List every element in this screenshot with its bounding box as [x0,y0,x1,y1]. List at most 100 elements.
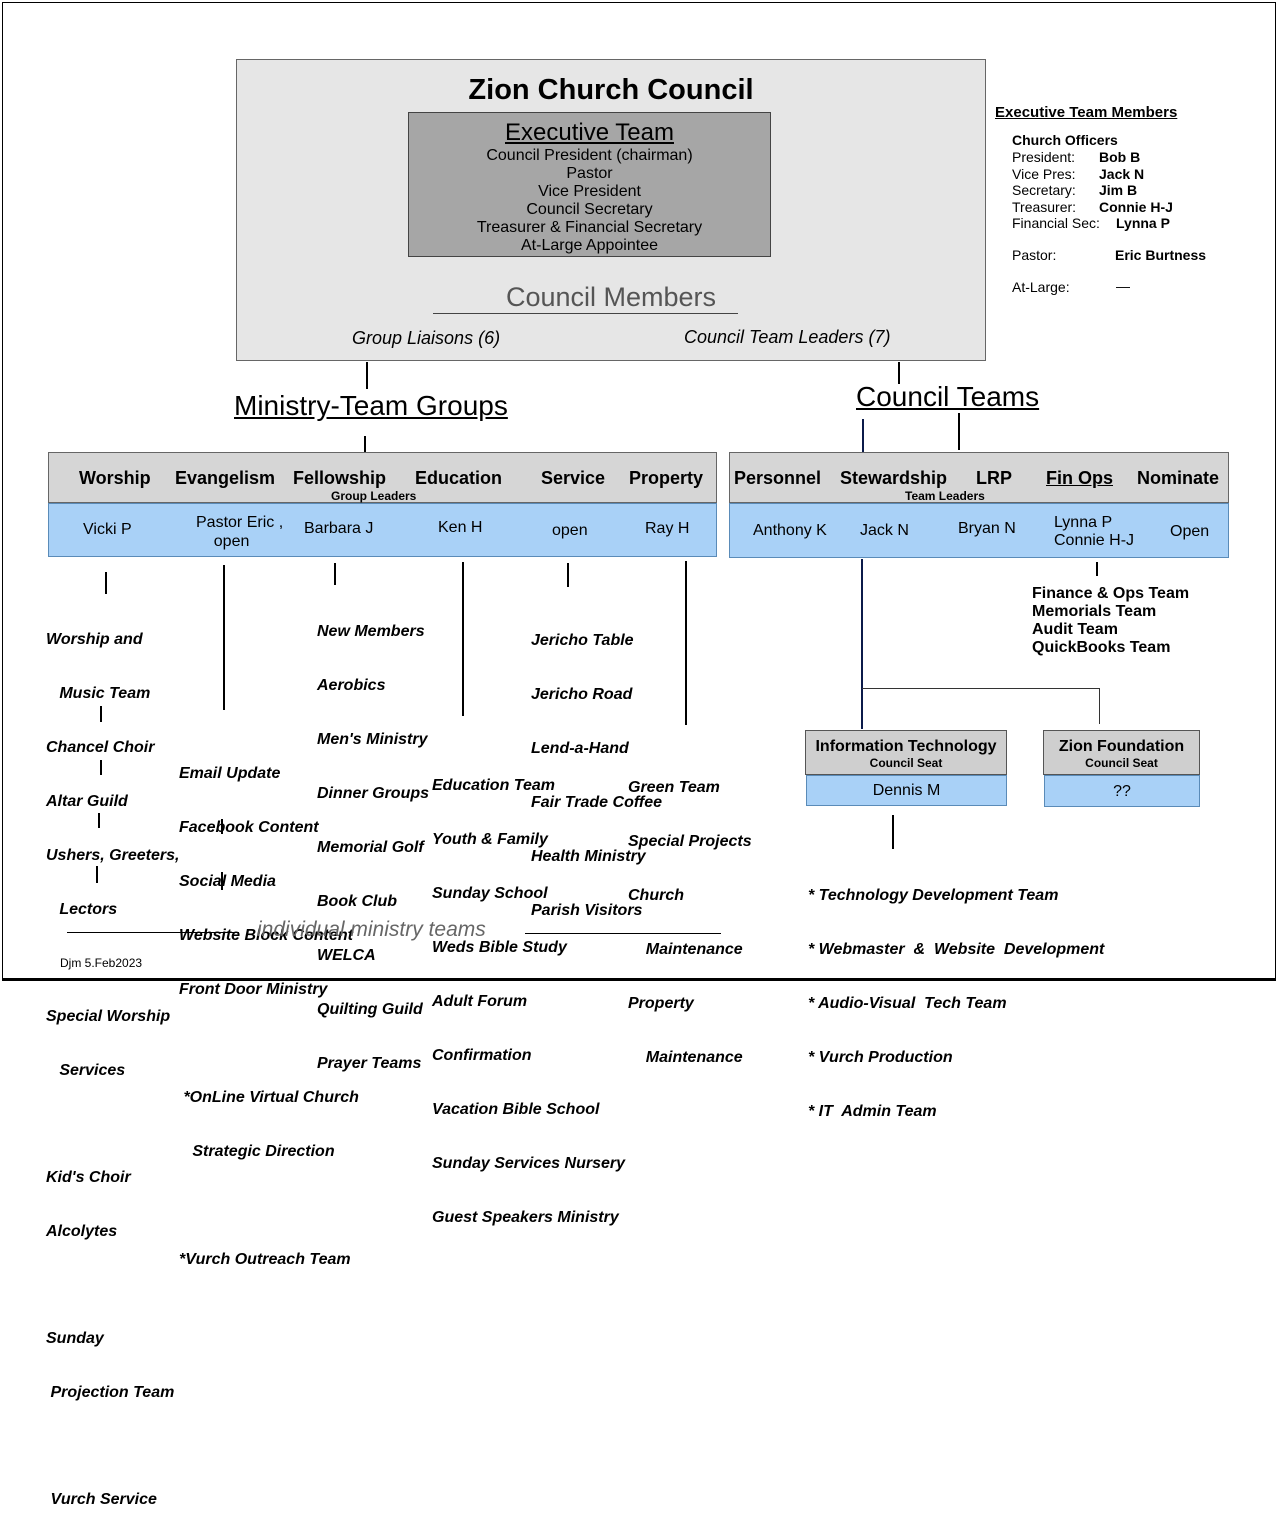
team-lrp: LRP [976,468,1012,488]
connector-line [98,813,100,828]
officer-role: Secretary: [1012,182,1076,198]
list-item: Memorials Team [1032,603,1157,620]
leader-lrp: Bryan N [958,520,1016,537]
list-item: Special Projects [628,833,752,850]
team-leaders-row [729,503,1229,558]
atlarge-label: At-Large: [1012,279,1070,295]
list-item: Maintenance [628,941,743,958]
list-item: Worship and [46,631,143,648]
connector-line [366,362,368,389]
exec-role: Council Secretary [526,201,653,218]
list-item: Adult Forum [432,993,528,1010]
group-worship: Worship [79,468,151,488]
it-seat: Council Seat [869,756,943,770]
church-officers-title: Church Officers [1012,132,1118,148]
list-item: Men's Ministry [317,731,428,748]
team-nominate: Nominate [1137,468,1220,488]
exec-role: Pastor [566,165,613,182]
connector-line [96,866,98,883]
list-item: Vacation Bible School [432,1101,600,1118]
connector-line [861,559,863,729]
connector-line [685,561,687,725]
pastor-name: Eric Burtness [1115,247,1207,263]
footer-note: Djm 5.Feb2023 [60,956,143,970]
list-item: Finance & Ops Team [1032,585,1190,602]
list-item: Dinner Groups [317,785,430,802]
list-item: * IT Admin Team [808,1103,937,1120]
connector-line [223,565,225,710]
pastor-label: Pastor: [1012,247,1057,263]
connector-line [958,413,960,450]
list-item: Lectors [46,901,118,918]
list-item: * Webmaster & Website Development [808,941,1105,958]
connector-line [100,706,102,722]
council-box [236,59,986,361]
foundation-leader: ?? [1044,775,1200,807]
connector-line [862,419,864,452]
officer-name: Connie H-J [1099,198,1173,215]
list-item: Email Update [179,765,281,782]
team-personnel: Personnel [734,468,822,488]
officer-role: Vice Pres: [1012,165,1076,182]
list-item: * Audio-Visual Tech Team [808,995,1007,1012]
council-team-leaders: Council Team Leaders (7) [684,327,891,347]
list-item: Sunday Services Nursery [432,1155,625,1172]
connector-line [898,362,900,384]
page-frame [2,2,1276,981]
leader-evangelism: Pastor Eric , open [196,514,284,550]
leader-stewardship: Jack N [860,522,909,539]
council-members-title: Council Members [505,282,717,312]
connector-line [462,562,464,716]
list-item: Social Media [179,873,276,890]
exec-members-title: Executive Team Members [995,104,1178,121]
list-item: QuickBooks Team [1032,639,1171,656]
executive-team-box: Executive Team Council President (chairm… [408,112,771,257]
list-item: Special Worship [46,1008,171,1025]
connector-line [567,563,569,587]
list-item: Lend-a-Hand [531,740,629,757]
atlarge-name: — [1116,278,1130,294]
list-item: Jericho Road [531,686,633,703]
list-item: Parish Visitors [531,902,643,919]
leader-personnel: Anthony K [753,522,827,539]
officer-role: Treasurer: [1012,198,1077,215]
list-item: Weds Bible Study [432,939,567,956]
council-teams-title: Council Teams [856,381,1040,412]
list-item [46,1116,179,1133]
list-item: Music Team [46,685,151,702]
officer-name: Jim B [1099,182,1138,198]
officer-role: President: [1012,149,1076,165]
list-item: Confirmation [432,1047,532,1064]
leader-nominate: Open [1170,523,1210,540]
list-item: Audit Team [1032,621,1118,638]
connector-line [1099,688,1100,724]
finops-team-list: Finance & Ops Team Memorials Team Audit … [1032,585,1189,657]
connector-line [892,815,894,849]
list-item: Church [628,887,684,904]
divider [67,932,239,933]
group-education: Education [415,468,503,488]
ministry-groups-title: Ministry-Team Groups [234,390,508,421]
list-item: *OnLine Virtual Church [179,1089,359,1106]
list-item: Chancel Choir [46,739,155,756]
exec-role: Treasurer & Financial Secretary [476,219,703,236]
connector-line [334,563,336,585]
group-fellowship: Fellowship [293,468,387,488]
executive-team-title: Executive Team [505,119,674,146]
list-item: New Members [317,623,425,640]
list-item: Health Ministry [531,848,646,865]
connector-line [862,688,1100,689]
exec-role: At-Large Appointee [521,237,658,254]
list-item: WELCA [317,947,376,964]
group-property: Property [629,468,704,488]
officer-name: Lynna P [1116,215,1170,231]
fellowship-team-list: New Members Aerobics Men's Ministry Dinn… [317,587,429,1091]
team-stewardship: Stewardship [840,468,948,488]
foundation-seat: Council Seat [1085,756,1158,770]
individual-ministry-teams-label: individual ministry teams [257,918,486,941]
list-item: Fair Trade Coffee [531,794,663,811]
list-item [46,1277,179,1294]
list-item: *Vurch Outreach Team [179,1251,351,1268]
group-leaders-label: Group Leaders [331,489,417,503]
list-item: Facebook Content [179,819,319,836]
